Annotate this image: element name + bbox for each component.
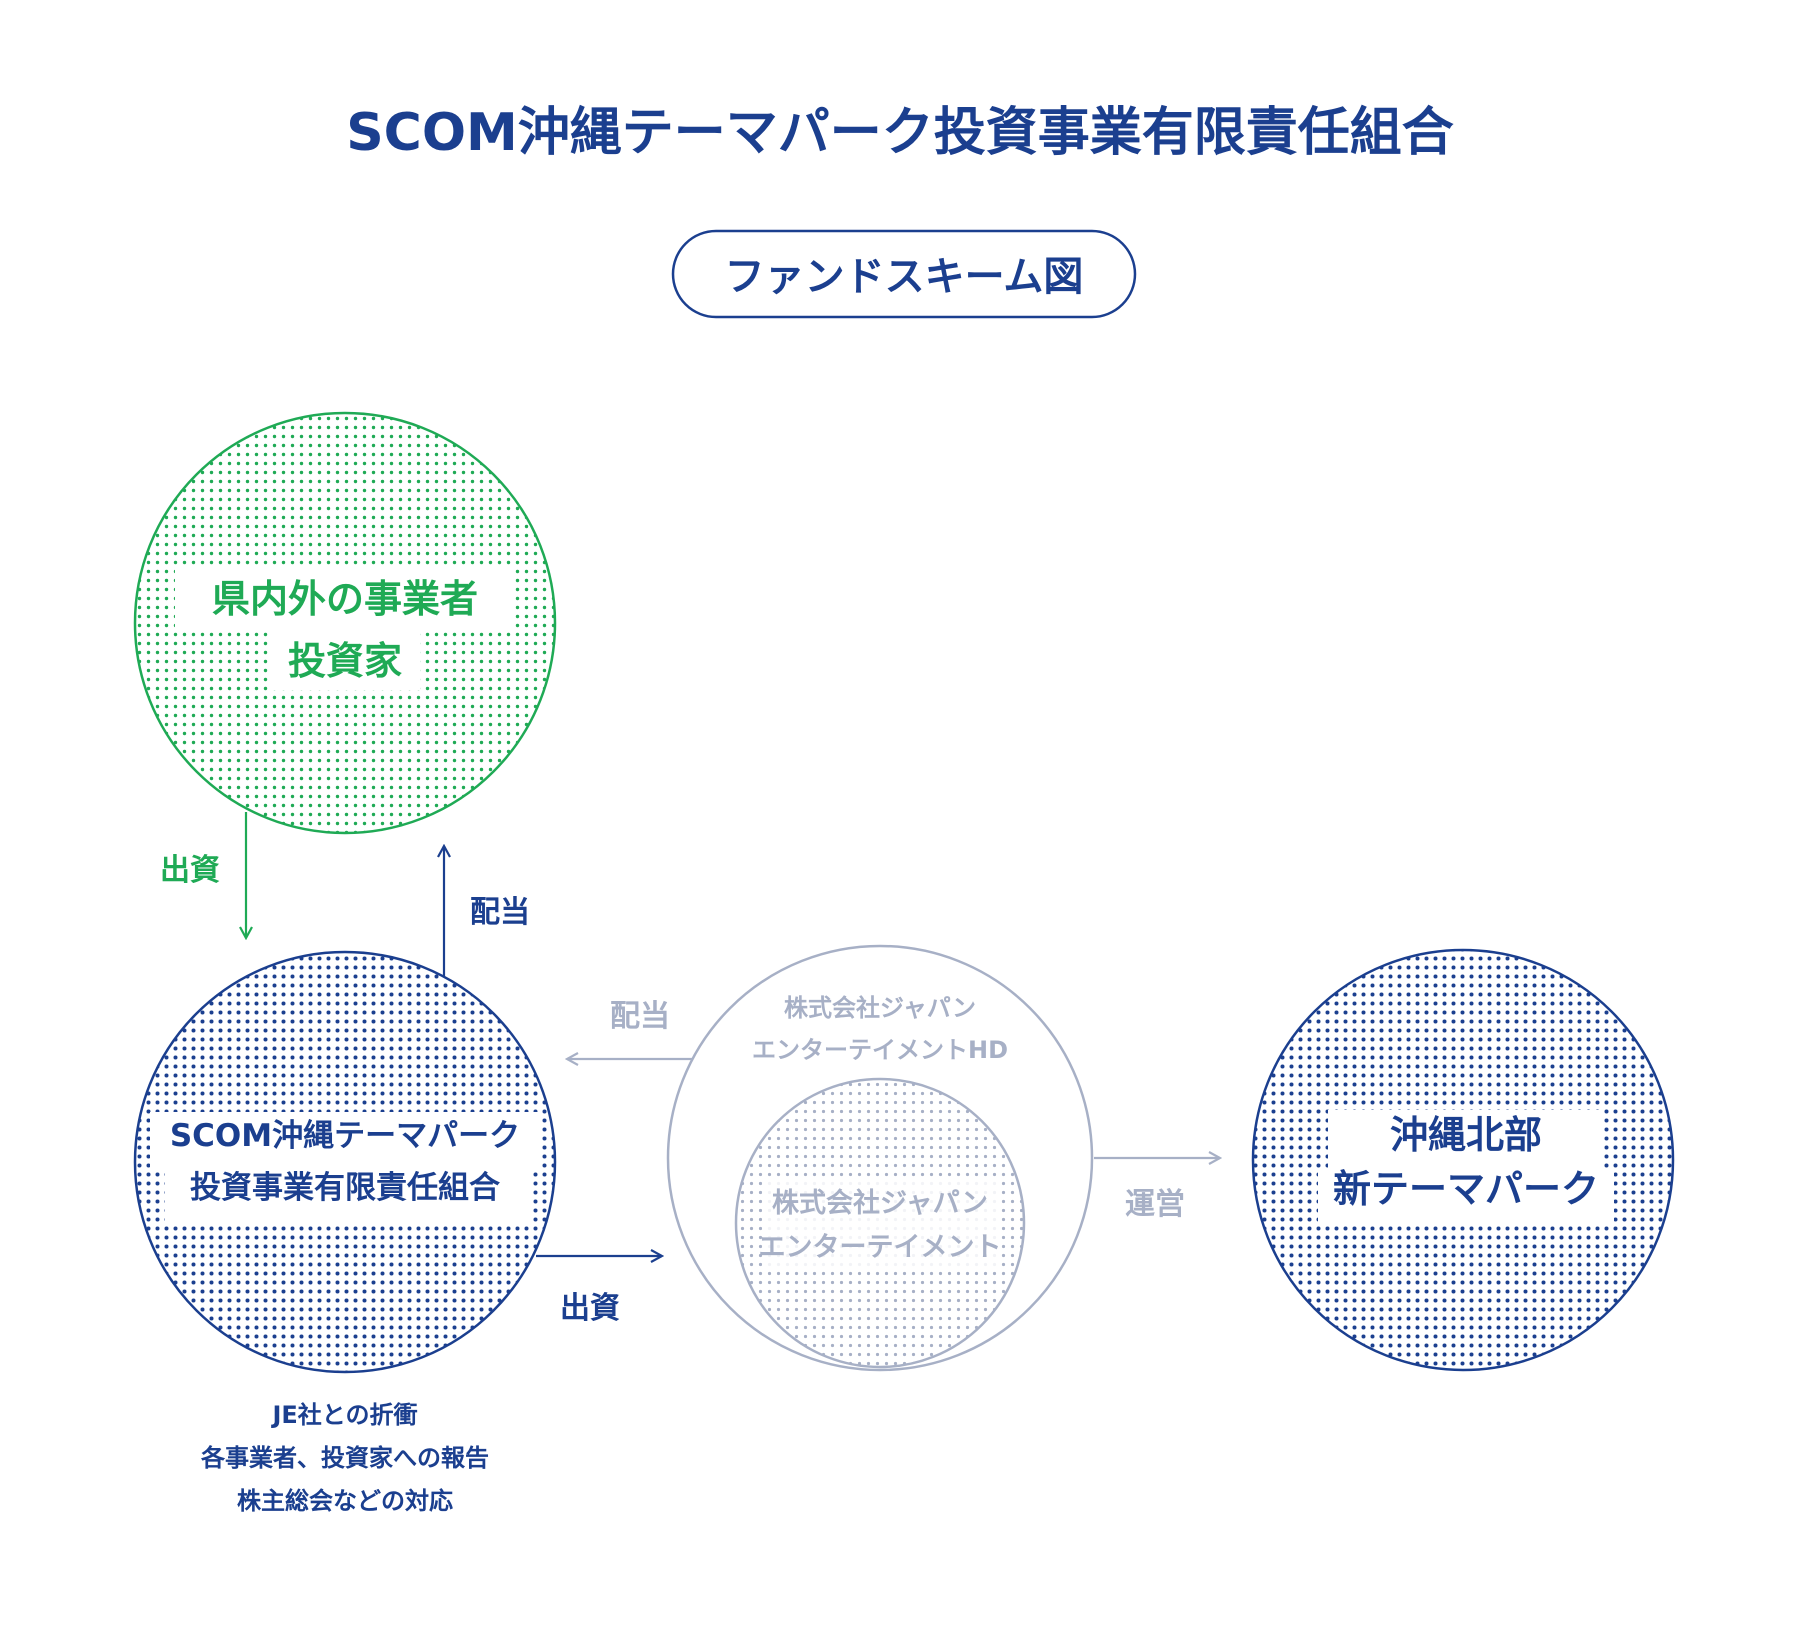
fund-duties-note: JE社との折衝 各事業者、投資家への報告 株主総会などの対応	[200, 1401, 489, 1515]
flow-hd-to-park-label: 運営	[1125, 1187, 1185, 1222]
je-label-line2: エンターテイメント	[759, 1232, 1002, 1263]
node-fund: SCOM沖縄テーマパーク 投資事業有限責任組合	[133, 950, 557, 1374]
flow-fund-to-investors-label: 配当	[470, 895, 530, 930]
fund-label-line2: 投資事業有限責任組合	[190, 1170, 500, 1206]
park-label-line2: 新テーマパーク	[1333, 1167, 1599, 1211]
investors-label-line1: 県内外の事業者	[212, 577, 478, 621]
subtitle-label: ファンドスキーム図	[725, 254, 1084, 300]
flow-fund-to-investors: 配当	[444, 846, 530, 977]
node-investors: 県内外の事業者 投資家	[133, 411, 557, 835]
diagram-title: SCOM沖縄テーマパーク投資事業有限責任組合	[346, 103, 1454, 163]
flow-hd-to-fund: 配当	[567, 999, 693, 1059]
node-park: 沖縄北部 新テーマパーク	[1251, 948, 1675, 1372]
investors-label-line2: 投資家	[288, 639, 402, 683]
flow-fund-to-hd-label: 出資	[560, 1291, 620, 1326]
subtitle-pill: ファンドスキーム図	[671, 229, 1137, 319]
flow-investors-to-fund-label: 出資	[160, 853, 220, 888]
fund-label-line1: SCOM沖縄テーマパーク	[170, 1118, 520, 1154]
flow-investors-to-fund: 出資	[160, 812, 246, 938]
je-hd-label-line1: 株式会社ジャパン	[784, 994, 976, 1022]
fund-duty-item: 株主総会などの対応	[237, 1487, 453, 1515]
je-label-line1: 株式会社ジャパン	[772, 1187, 988, 1219]
flow-hd-to-fund-label: 配当	[610, 999, 670, 1034]
fund-duty-item: JE社との折衝	[270, 1401, 417, 1429]
park-label-line1: 沖縄北部	[1390, 1113, 1542, 1157]
je-hd-label-line2: エンターテイメントHD	[752, 1036, 1008, 1064]
flow-fund-to-hd: 出資	[536, 1256, 662, 1326]
fund-duty-item: 各事業者、投資家への報告	[200, 1444, 489, 1472]
flow-hd-to-park: 運営	[1094, 1158, 1220, 1222]
node-je: 株式会社ジャパン エンターテイメント	[734, 1077, 1026, 1369]
